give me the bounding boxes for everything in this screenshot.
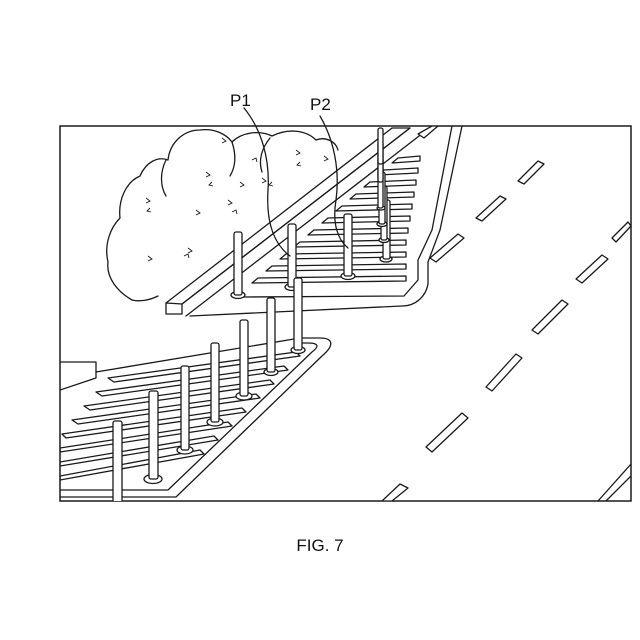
label-p1: P1 [230, 91, 251, 110]
drawing-frame [60, 126, 631, 501]
label-p2: P2 [310, 95, 331, 114]
figure-caption: FIG. 7 [296, 536, 343, 555]
